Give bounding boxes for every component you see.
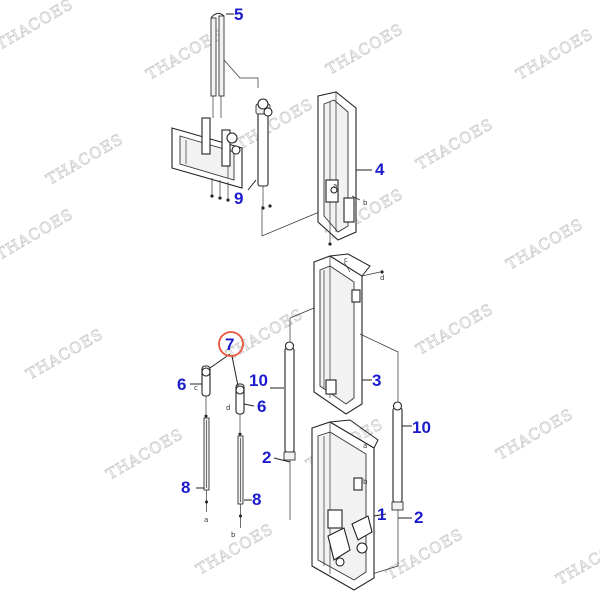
watermark: THACOES xyxy=(503,215,586,274)
watermark: THACOES xyxy=(103,425,186,484)
callout-8[interactable]: 8 xyxy=(181,478,190,497)
part-1-outer-mast xyxy=(311,419,387,591)
part-7-chain-sheave-right xyxy=(235,383,245,436)
callout-9[interactable]: 9 xyxy=(234,189,243,208)
leader-7-right xyxy=(231,355,239,387)
watermark: THACOES xyxy=(323,20,406,79)
watermark: THACOES xyxy=(193,520,276,579)
callout-4[interactable]: 4 xyxy=(375,160,385,179)
callout-5[interactable]: 5 xyxy=(234,5,243,24)
leader-7-left xyxy=(209,353,231,369)
part-4-inner-mast xyxy=(317,91,372,246)
watermark: THACOES xyxy=(0,0,76,53)
callout-8[interactable]: 8 xyxy=(252,490,261,509)
callout-10[interactable]: 10 xyxy=(249,371,268,390)
watermark: THACOES xyxy=(413,300,496,359)
part-8-chain-right xyxy=(237,435,252,528)
ref-letter-c: c xyxy=(194,384,198,392)
ref-letter-b: b xyxy=(363,199,368,207)
callout-2[interactable]: 2 xyxy=(414,508,423,527)
callout-2[interactable]: 2 xyxy=(262,448,271,467)
leader-6-right xyxy=(243,403,255,407)
watermark: THACOES xyxy=(553,530,600,589)
callout-3[interactable]: 3 xyxy=(372,371,381,390)
part-carriage-frame xyxy=(171,117,243,202)
part-9-lift-cylinder xyxy=(247,98,325,237)
ref-letter-a: a xyxy=(204,516,208,524)
watermark: THACOES xyxy=(23,325,106,384)
watermark: THACOES xyxy=(43,130,126,189)
ref-letter-c: c xyxy=(344,256,348,264)
ref-letter-a: a xyxy=(333,182,337,190)
callout-1[interactable]: 1 xyxy=(377,505,386,524)
highlight-ring xyxy=(218,331,244,357)
callout-6[interactable]: 6 xyxy=(177,375,186,394)
callout-6[interactable]: 6 xyxy=(257,397,266,416)
part-3-middle-mast xyxy=(313,253,384,415)
ref-letter-d: d xyxy=(380,274,384,282)
ref-letter-d: d xyxy=(226,404,230,412)
watermark: THACOES xyxy=(383,525,466,584)
part-10-lift-cylinder-right xyxy=(391,401,412,511)
watermark: THACOES xyxy=(493,405,576,464)
part-7-chain-sheave-left xyxy=(201,365,211,418)
ref-letter-b: b xyxy=(363,478,368,486)
ref-letter-b: b xyxy=(231,531,236,539)
part-8-chain-left xyxy=(196,417,210,512)
callout-10[interactable]: 10 xyxy=(412,418,431,437)
callout-7[interactable]: 7 xyxy=(225,335,234,354)
watermark: THACOES xyxy=(513,25,596,84)
watermark: THACOES xyxy=(233,95,316,154)
watermark: THACOES xyxy=(413,115,496,174)
watermark: THACOES xyxy=(0,205,76,264)
ref-letter-a: a xyxy=(363,442,367,450)
part-10-lift-cylinder-left xyxy=(270,341,296,461)
part-5-chain-rods xyxy=(210,12,259,118)
leader-2-left xyxy=(273,457,291,463)
